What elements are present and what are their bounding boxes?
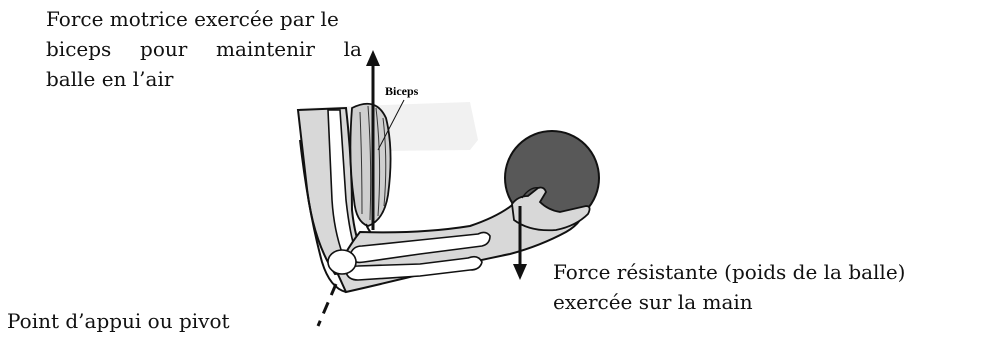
pivot-dashed-line [318, 284, 336, 326]
elbow-joint [328, 250, 356, 274]
force-resistante-arrowhead [513, 264, 527, 280]
force-motrice-arrowhead [366, 50, 380, 66]
biceps-label: Biceps [385, 84, 419, 98]
